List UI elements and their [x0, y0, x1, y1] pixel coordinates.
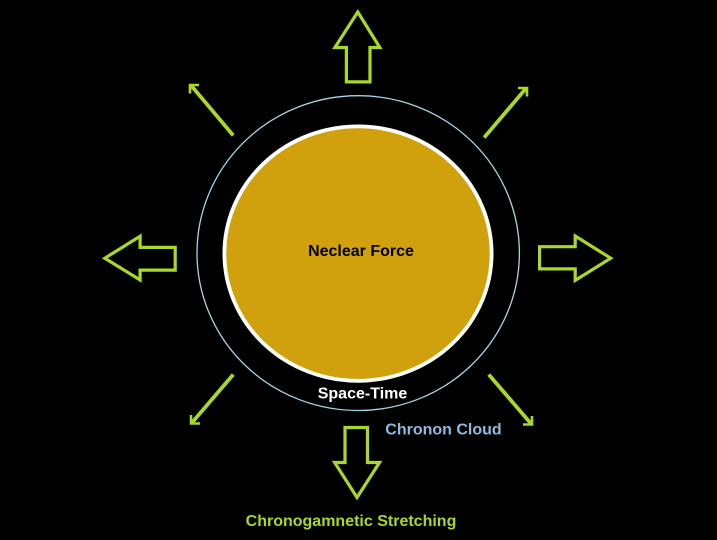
block-arrow-up: [331, 9, 383, 84]
nuclear-force-label: Neclear Force: [308, 243, 414, 260]
diag-arrow-nw: [188, 83, 235, 137]
diag-arrow-sw: [189, 373, 235, 425]
chronogamnetic-stretching-label: Chronogamnetic Stretching: [246, 513, 457, 530]
block-arrow-right: [538, 233, 614, 284]
block-arrow-left: [101, 233, 177, 283]
diag-arrow-ne: [482, 86, 529, 139]
space-time-label: Space-Time: [318, 386, 408, 403]
chronon-cloud-label: Chronon Cloud: [385, 422, 501, 439]
diag-arrow-se: [487, 373, 534, 426]
nuclear-force-circle: [222, 124, 494, 383]
space-time-ring-circle: [196, 95, 521, 412]
block-arrow-down: [331, 425, 383, 501]
